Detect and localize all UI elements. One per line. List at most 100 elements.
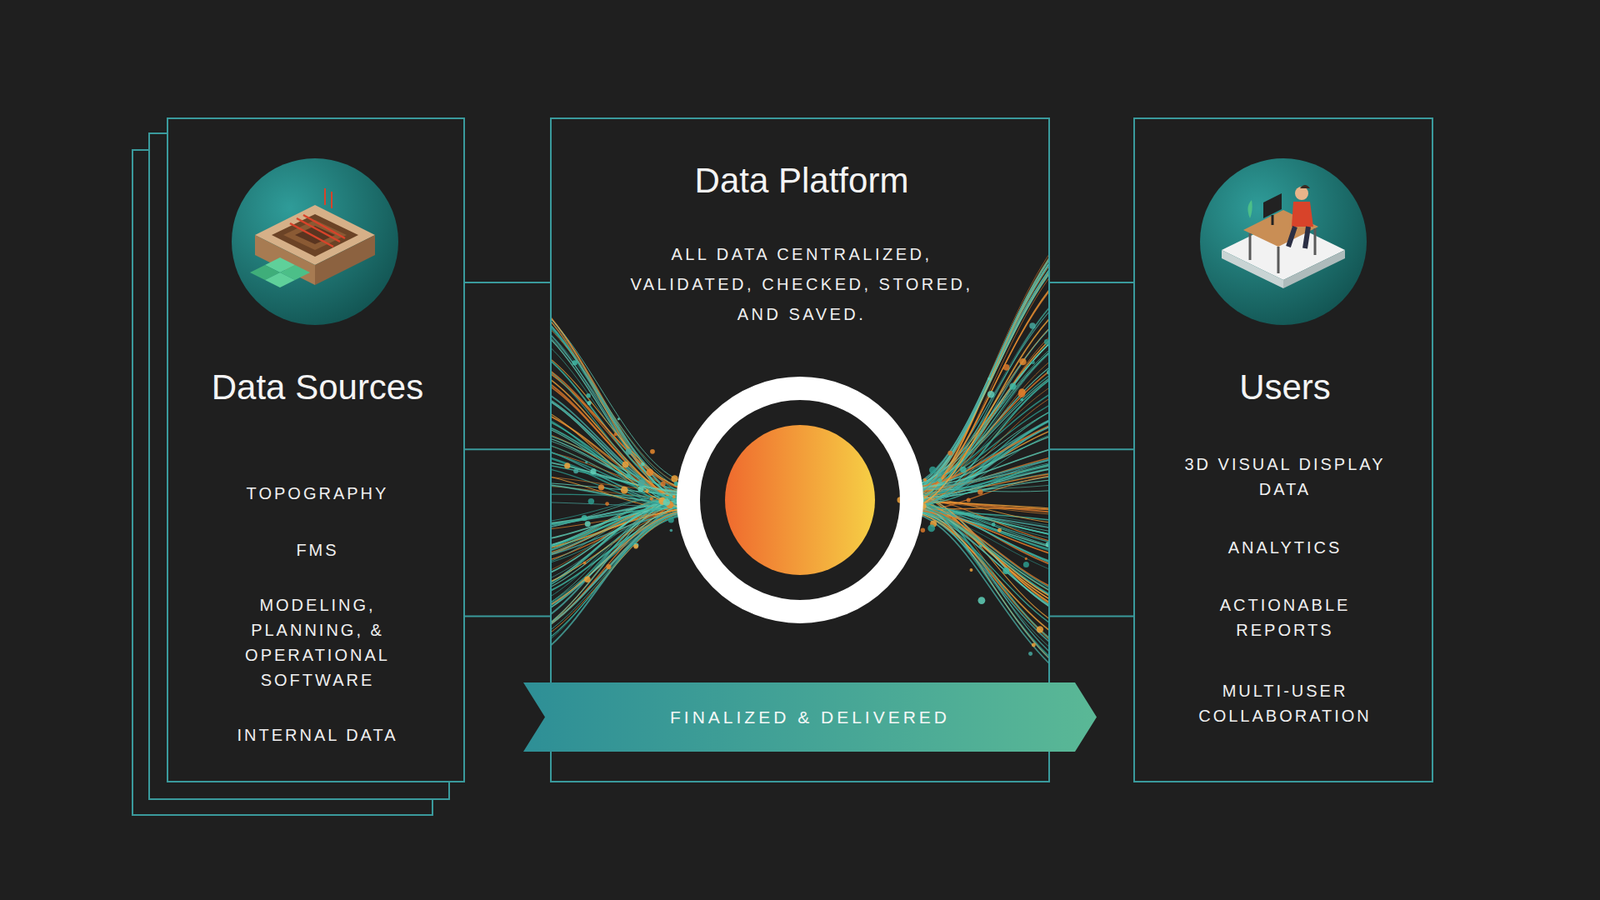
stream-dot [640, 462, 645, 467]
text-slot: ALL DATA CENTRALIZED, VALIDATED, CHECKED… [551, 239, 1052, 330]
stream-line [900, 304, 1049, 499]
connector-line [465, 281, 550, 284]
stream-dot [617, 417, 620, 420]
stream-line [551, 502, 700, 609]
stream-dot [620, 486, 629, 495]
stream-line [900, 350, 1049, 490]
stream-dot [650, 496, 654, 500]
stream-line [900, 286, 1049, 507]
stream-dot [605, 564, 611, 570]
stream-line [900, 505, 1049, 596]
stream-dot [1028, 651, 1033, 656]
panel-item: FMS [295, 537, 339, 563]
stream-dot [581, 515, 588, 521]
stream-dot [1036, 625, 1044, 633]
text-slot: MULTI-USER COLLABORATION [1135, 678, 1435, 729]
stream-line [551, 334, 700, 508]
stack-outline [132, 150, 433, 815]
stream-dot [927, 525, 935, 533]
stream-dot [1020, 398, 1024, 402]
stream-dot [1003, 364, 1010, 371]
panel-item: TOPOGRAPHY [246, 480, 390, 506]
stream-line [900, 505, 1049, 596]
stream-dot [585, 393, 591, 399]
stream-dot [564, 462, 570, 469]
stream-line [900, 309, 1049, 495]
stream-line [900, 449, 1049, 490]
stream-dot [585, 520, 591, 527]
stream-dot [572, 360, 578, 365]
stream-line [551, 324, 700, 503]
stream-dot [997, 528, 1002, 533]
stream-dot [923, 478, 927, 482]
stream-line [900, 497, 1049, 660]
stream-dot [618, 515, 621, 519]
stream-line [900, 510, 1049, 570]
stream-dot [1044, 339, 1049, 345]
stream-line [551, 510, 700, 606]
stream-line [900, 510, 1049, 645]
stream-dot [614, 432, 618, 436]
stream-line [551, 497, 700, 625]
stream-dot [583, 561, 587, 565]
stream-line [900, 270, 1049, 495]
stream-dot [1031, 643, 1036, 648]
stream-line [551, 338, 700, 505]
stream-dot [670, 475, 678, 482]
stream-dot [1025, 557, 1028, 560]
text-slot: TOPOGRAPHY [168, 480, 467, 506]
desk-user-icon [1200, 158, 1367, 325]
stream-dot [1018, 390, 1026, 398]
stream-dot [1029, 322, 1035, 329]
stream-dot [625, 473, 630, 478]
stream-dot [633, 544, 639, 550]
stream-line [900, 510, 1049, 555]
text-slot: FINALIZED & DELIVERED [523, 707, 1097, 728]
panel-heading: Users [1239, 368, 1331, 407]
stream-dot [588, 498, 595, 505]
stream-dot [929, 466, 937, 475]
text-slot: 3D VISUAL DISPLAY DATA [1135, 451, 1435, 502]
stream-line [551, 512, 700, 555]
stream-dot [1045, 541, 1049, 548]
text-slot: Data Sources [168, 368, 467, 407]
stream-line [900, 505, 1049, 659]
stream-dot [937, 478, 942, 483]
stream-dot [668, 516, 675, 523]
stream-line [551, 336, 700, 497]
stream-line [900, 305, 1049, 510]
stream-dot [637, 485, 644, 492]
stream-dot [645, 489, 649, 493]
connector-line [1050, 281, 1134, 284]
stream-dot [598, 484, 605, 490]
connector-line [1050, 448, 1134, 450]
stream-line [900, 347, 1049, 490]
text-slot: Users [1135, 368, 1435, 407]
stream-dot [1019, 358, 1026, 365]
stream-line [551, 327, 700, 494]
stream-line [551, 358, 700, 491]
text-slot: ACTIONABLE REPORTS [1135, 592, 1435, 643]
banner-fill [523, 682, 1097, 752]
stream-dot [947, 450, 953, 456]
stream-dot [960, 466, 967, 474]
stream-dot [1023, 561, 1030, 568]
users-panel: Users 3D VISUAL DISPLAY DATA ANALYTICS ACTI… [1133, 117, 1434, 783]
stream-dot [645, 469, 654, 477]
stream-dot [622, 460, 630, 468]
stream-dot [1046, 370, 1049, 375]
panel-item: MODELING, PLANNING, & OPERATIONAL SOFTWA… [200, 592, 435, 693]
panel-item: INTERNAL DATA [236, 722, 398, 748]
text-slot: INTERNAL DATA [168, 722, 467, 748]
panel-item: ANALYTICS [1228, 535, 1343, 560]
platform-panel: Data PlatformALL DATA CENTRALIZED, VALID… [550, 117, 1050, 783]
panel-item: ALL DATA CENTRALIZED, VALIDATED, CHECKED… [626, 239, 977, 330]
panel-item: ACTIONABLE REPORTS [1172, 592, 1398, 643]
stream-dot [1030, 360, 1035, 365]
stream-line [900, 499, 1049, 661]
stream-dot [584, 576, 591, 584]
stream-line [551, 507, 700, 637]
stream-dot [663, 498, 671, 506]
